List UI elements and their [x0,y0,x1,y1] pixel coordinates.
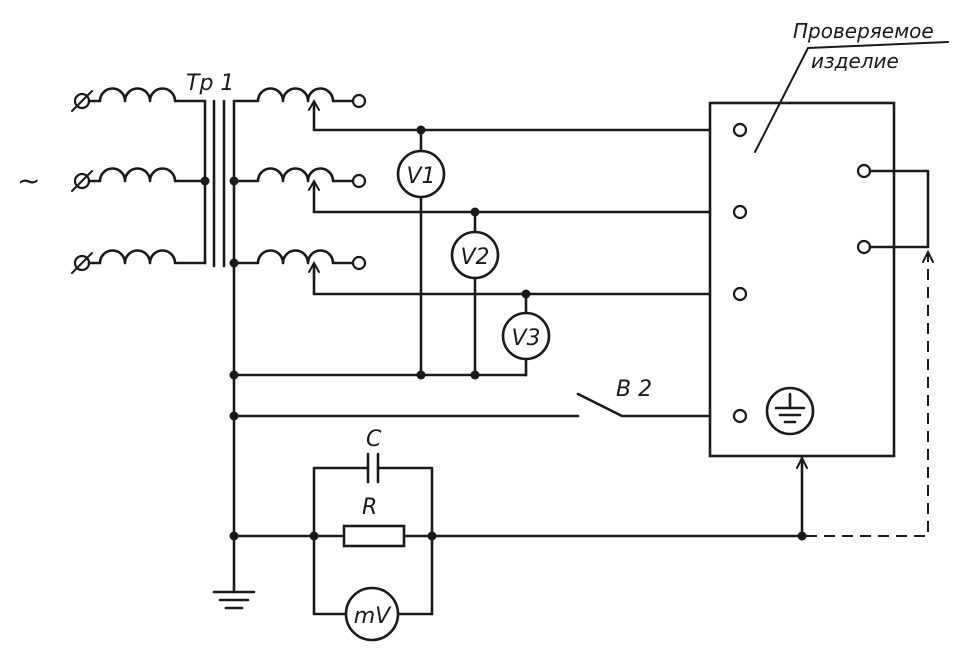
device-terminal-1 [732,122,748,138]
device-terminal-3 [732,286,748,302]
ground-icon [212,590,256,610]
switch-b2-label: В 2 [616,377,652,402]
resistor-r [342,524,406,548]
primary-winding-3 [87,249,207,265]
resistor-label: R [362,495,377,520]
ac-source-symbol: ~ [17,164,40,197]
transformer-core [212,99,226,268]
millivoltmeter: mV [312,534,434,642]
capacitor-c [312,452,434,538]
switch-b2 [232,392,735,418]
voltmeter-v2-label: V2 [460,245,489,270]
capacitor-label: C [366,427,382,452]
primary-winding-1 [87,87,207,103]
voltmeter-v2: V2 [450,230,500,280]
device-leader-line [754,41,949,153]
voltmeter-v1: V1 [396,149,446,199]
transformer-label: Тр 1 [186,71,234,96]
device-terminal-out-1 [856,163,872,179]
output-loop [868,169,930,249]
device-terminal-2 [732,204,748,220]
ground-lead [796,455,808,538]
earth-ground-icon [765,386,815,436]
secondary-winding-1 [232,87,367,132]
secondary-winding-3 [232,249,367,296]
voltmeter-v3: V3 [501,311,551,361]
primary-winding-2 [87,167,207,183]
dashed-return-line [806,249,934,537]
secondary-winding-2 [232,167,367,214]
voltmeter-v3-label: V3 [511,326,540,351]
device-label-line1: Проверяемое [793,19,934,43]
voltmeter-v1-label: V1 [406,164,435,189]
millivoltmeter-label: mV [354,604,392,629]
device-terminal-out-2 [856,239,872,255]
device-terminal-ground [732,408,748,424]
device-label-line2: изделие [811,49,899,73]
